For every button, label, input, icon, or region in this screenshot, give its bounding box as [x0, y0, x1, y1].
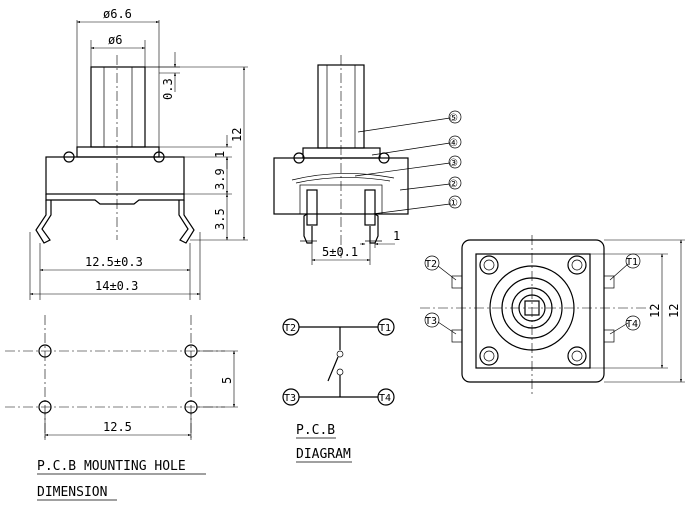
- dim-pin-pitch: 5±0.1: [322, 245, 358, 259]
- top-dim-outer: 12: [667, 304, 681, 318]
- top-view: T2 T1 T3 T4 12 12: [420, 235, 685, 395]
- dim-pin-span: 12.5±0.3: [85, 255, 143, 269]
- svg-text:T4: T4: [626, 319, 638, 330]
- top-terminal-t4: T4: [625, 315, 641, 331]
- diagram-caption-line2: DIAGRAM: [296, 447, 351, 462]
- svg-text:①: ①: [449, 198, 458, 209]
- dim-cap-step: 1: [213, 151, 227, 158]
- hole-caption-line2: DIMENSION: [37, 485, 107, 500]
- dim-cap-outer: ø6.6: [103, 7, 132, 21]
- svg-text:T3: T3: [284, 393, 296, 404]
- diagram-caption-line1: P.C.B: [296, 423, 335, 438]
- hole-dim-y: 5: [220, 377, 234, 384]
- callout-5: ⑤: [448, 110, 462, 124]
- svg-text:T4: T4: [379, 393, 391, 404]
- cap-step: [76, 146, 160, 158]
- svg-text:④: ④: [449, 138, 458, 149]
- callout-4: ④: [448, 135, 462, 149]
- front-view: ø6.6 ø6 0.3 12 1 3.9 3.5 12.: [29, 7, 248, 300]
- svg-text:②: ②: [449, 179, 458, 190]
- diagram-terminal-t3: T3: [282, 388, 300, 406]
- top-dim-inner: 12: [648, 304, 662, 318]
- top-terminal-t1: T1: [625, 253, 641, 269]
- dim-overall-width: 14±0.3: [95, 279, 138, 293]
- svg-text:T1: T1: [379, 323, 391, 334]
- side-view: ⑤ ④ ③ ② ① 5±0.1 1: [273, 55, 462, 265]
- hole-caption-line1: P.C.B MOUNTING HOLE: [37, 459, 186, 474]
- svg-text:T2: T2: [284, 323, 296, 334]
- dim-pin-width: 1: [393, 229, 400, 243]
- dim-cap-inner: ø6: [108, 33, 122, 47]
- dim-leg-height: 3.5: [213, 208, 227, 230]
- mounting-hole-view: 5 12.5 P.C.B MOUNTING HOLE DIMENSION: [5, 315, 238, 501]
- actuator: [90, 66, 146, 148]
- svg-text:⑤: ⑤: [449, 113, 458, 124]
- dim-total-height: 12: [230, 128, 244, 142]
- switch-body: [45, 156, 185, 195]
- dim-offset: 0.3: [161, 78, 175, 100]
- callout-1: ①: [448, 195, 462, 209]
- dim-body-height: 3.9: [213, 168, 227, 190]
- svg-text:③: ③: [449, 158, 458, 169]
- left-leg: [35, 200, 52, 244]
- svg-text:T1: T1: [626, 257, 638, 268]
- diagram-terminal-t4: T4: [377, 388, 395, 406]
- diagram-terminal-t2: T2: [282, 318, 300, 336]
- pcb-diagram: T2 T1 T3 T4 P.C.B DIAGRAM: [282, 318, 395, 463]
- top-terminal-t3: T3: [424, 312, 440, 328]
- svg-text:T3: T3: [425, 316, 437, 327]
- right-leg: [178, 200, 195, 244]
- callout-3: ③: [448, 155, 462, 169]
- svg-text:T2: T2: [425, 259, 437, 270]
- top-terminal-t2: T2: [424, 255, 440, 271]
- hole-dim-x: 12.5: [103, 420, 132, 434]
- diagram-terminal-t1: T1: [377, 318, 395, 336]
- callout-2: ②: [448, 176, 462, 190]
